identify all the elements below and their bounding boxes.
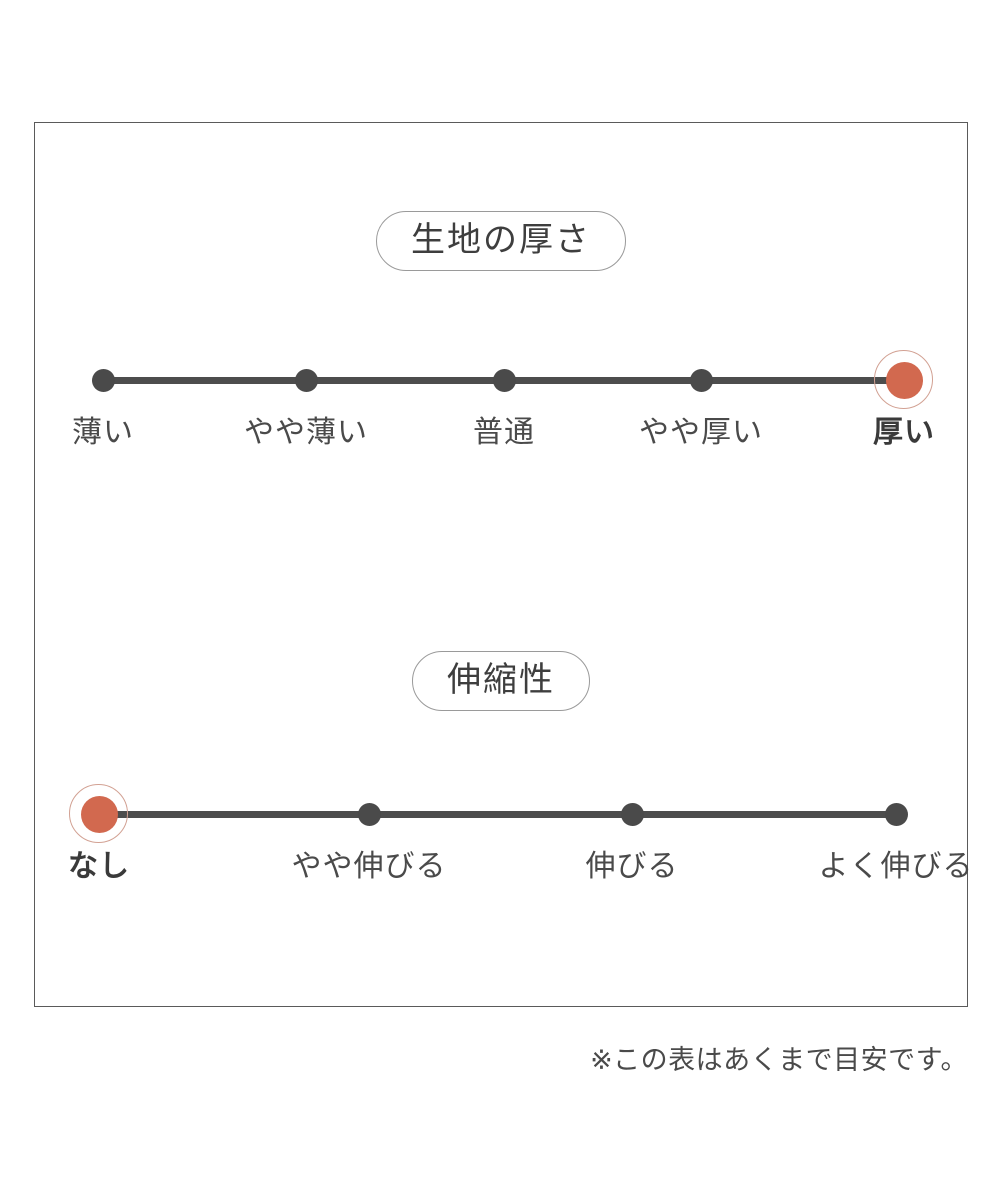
scale-stretch: なし やや伸びる 伸びる よく伸びる	[35, 784, 973, 912]
section-title-fabric-thickness-row: 生地の厚さ	[35, 211, 967, 271]
scale-label-stretch-0-selected[interactable]: なし	[68, 850, 130, 883]
scale-dot-fabric-thickness-3[interactable]	[689, 369, 713, 392]
scale-label-fabric-thickness-4-selected[interactable]: 厚い	[873, 416, 935, 449]
scale-label-fabric-thickness-0[interactable]: 薄い	[72, 416, 134, 449]
scale-dot-stretch-3[interactable]	[884, 803, 908, 826]
scale-labels-fabric-thickness: 薄い やや薄い 普通 やや厚い 厚い	[35, 416, 967, 466]
scale-fabric-thickness: 薄い やや薄い 普通 やや厚い 厚い	[35, 350, 967, 478]
scale-dot-stretch-0-selected[interactable]	[68, 784, 128, 843]
scale-dot-fabric-thickness-1[interactable]	[294, 369, 318, 392]
section-title-stretch-row: 伸縮性	[35, 651, 967, 711]
scale-dot-fabric-thickness-2[interactable]	[492, 369, 516, 392]
scale-dot-fabric-thickness-4-selected[interactable]	[873, 350, 933, 409]
section-title-fabric-thickness: 生地の厚さ	[376, 211, 626, 271]
scale-labels-stretch: なし やや伸びる 伸びる よく伸びる	[35, 850, 973, 900]
scale-line-stretch	[99, 811, 896, 818]
scale-label-fabric-thickness-1[interactable]: やや薄い	[244, 416, 368, 449]
scale-label-stretch-2[interactable]: 伸びる	[585, 850, 679, 883]
scale-dot-fabric-thickness-0[interactable]	[91, 369, 115, 392]
section-title-stretch: 伸縮性	[412, 651, 590, 711]
scale-label-stretch-1[interactable]: やや伸びる	[291, 850, 447, 883]
scale-label-fabric-thickness-3[interactable]: やや厚い	[639, 416, 763, 449]
scale-track-fabric-thickness	[35, 350, 967, 409]
scale-dot-stretch-2[interactable]	[620, 803, 644, 826]
scale-track-stretch	[35, 784, 967, 843]
footnote-disclaimer: ※この表はあくまで目安です。	[590, 1045, 968, 1075]
scale-dot-stretch-1[interactable]	[357, 803, 381, 826]
scale-label-fabric-thickness-2[interactable]: 普通	[473, 416, 535, 449]
scale-label-stretch-3[interactable]: よく伸びる	[818, 850, 974, 883]
fabric-spec-panel: 生地の厚さ 薄い やや薄い 普通 やや厚い 厚い 伸縮性	[34, 122, 973, 1007]
